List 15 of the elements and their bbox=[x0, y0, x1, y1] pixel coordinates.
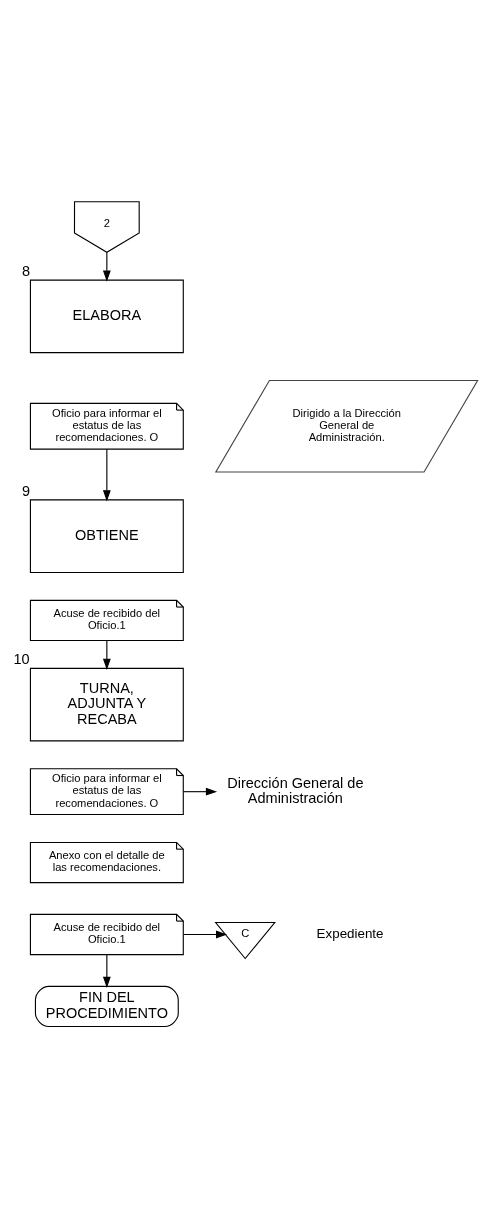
arrow bbox=[102, 448, 111, 501]
node-text: Dirección General de Administración bbox=[227, 774, 364, 806]
node-label: Expediente bbox=[316, 925, 384, 941]
arrow bbox=[182, 787, 218, 796]
node-label: 10 bbox=[13, 650, 30, 667]
node-label: 9 bbox=[21, 482, 30, 499]
arrow bbox=[102, 953, 111, 988]
node-label: 8 bbox=[21, 262, 30, 279]
arrow bbox=[102, 251, 111, 282]
arrow bbox=[102, 639, 111, 670]
node-box: ELABORA bbox=[29, 279, 184, 353]
arrow bbox=[183, 930, 228, 938]
node-box: FIN DEL PROCEDIMIENTO bbox=[34, 985, 179, 1027]
node-box: OBTIENE bbox=[29, 498, 184, 573]
node-box: TURNA, ADJUNTA Y RECABA bbox=[29, 667, 184, 741]
